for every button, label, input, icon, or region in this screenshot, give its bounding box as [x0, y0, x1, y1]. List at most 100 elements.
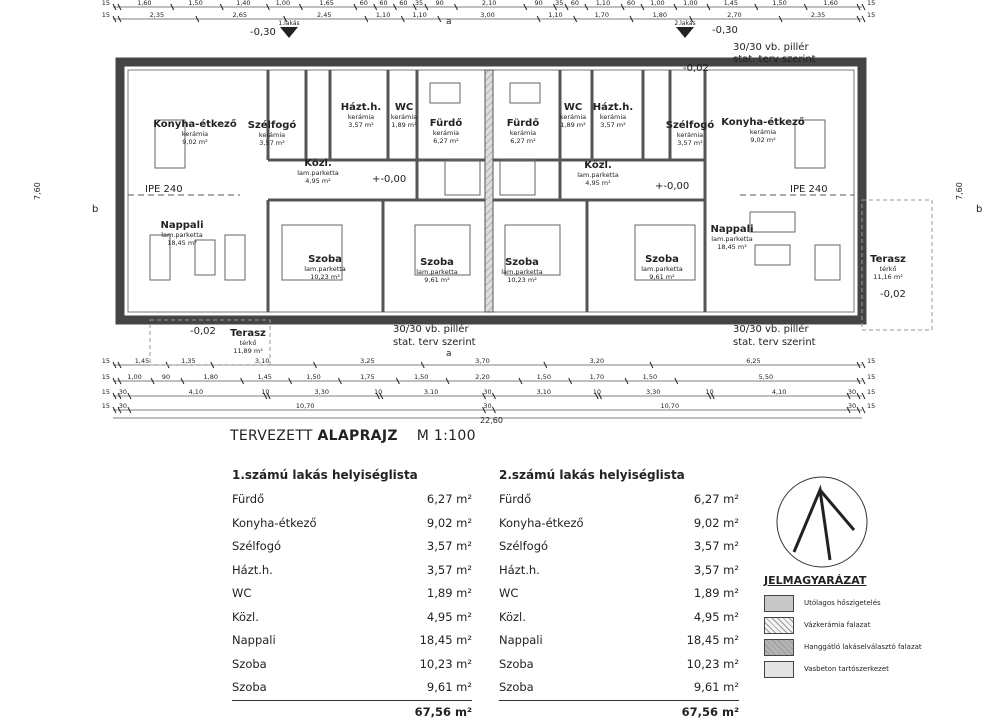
dimension-tick [127, 406, 132, 414]
room-name: Nappali [710, 224, 753, 235]
room-name: Házt.h. [341, 101, 381, 113]
room-floor: lam.parketta [304, 265, 346, 273]
room-list-name: Közl. [232, 609, 259, 624]
room-list-area: 9,61 m² [693, 680, 739, 694]
dimension-label: 60 [399, 0, 407, 7]
beam-note-left: IPE 240 [145, 184, 183, 195]
dimension-tick [337, 377, 342, 385]
room-name: Szoba [308, 254, 342, 265]
dimension-label: 1,50 [537, 373, 551, 381]
dimension-label: 1,50 [188, 0, 202, 7]
room-name: Konyha-étkező [153, 118, 237, 130]
room-area: 1,89 m² [560, 121, 586, 129]
dimension-label: 60 [379, 0, 387, 7]
dimension-label: 15 [102, 0, 110, 7]
dimension-label: 2,20 [475, 373, 489, 381]
dimension-label: 2,35 [150, 11, 164, 19]
room-list-name: Közl. [499, 609, 526, 624]
dimension-tick [564, 3, 569, 11]
pillar-note-bottom-right-sub: stat. terv szerint [733, 337, 816, 348]
pillar-note-bottom-left: 30/30 vb. pillér [393, 323, 469, 335]
room-list-name: Fürdő [232, 492, 265, 506]
dimension-label: 30 [119, 388, 127, 396]
dimension-label: 1,50 [772, 0, 786, 7]
dimension-label: 35 [555, 0, 563, 7]
room-list-area: 3,57 m² [693, 539, 739, 553]
dimension-tick [393, 3, 397, 11]
room-floor: lam.parketta [711, 235, 753, 243]
dimension-label: 3,70 [475, 357, 489, 365]
dimension-label: 1,70 [590, 373, 604, 381]
dimension-label: 3,30 [315, 388, 329, 396]
room-area: 10,23 m² [507, 276, 537, 284]
room-area: 11,16 m² [873, 273, 903, 281]
dimension-tick [170, 3, 175, 11]
legend-item: Utólagos hőszigetelés [764, 592, 922, 614]
dimension-tick [803, 3, 808, 11]
room-area: 3,57 m² [348, 121, 374, 129]
room-floor: lam.parketta [161, 231, 203, 239]
dimension-tick [412, 3, 417, 11]
dimension-label: 1,10 [596, 0, 610, 7]
room-list-total: 67,56 m² [499, 699, 739, 720]
room-floor: kerámia [600, 113, 626, 121]
dimension-tick [689, 15, 694, 23]
dimension-label: 2,65 [233, 11, 247, 19]
dimension-tick [117, 361, 122, 369]
dimension-label: 30 [483, 402, 491, 410]
total-width: 22,60 [480, 416, 503, 425]
terrace-level-left: -0,02 [190, 326, 216, 337]
room-area: 9,02 m² [750, 136, 776, 144]
dimension-label: 60 [571, 0, 579, 7]
room-name: Fürdő [430, 117, 463, 129]
legend-label: Utólagos hőszigetelés [804, 599, 881, 607]
dimension-label: 3,10 [424, 388, 438, 396]
legend-label: Vasbeton tartószerkezet [804, 665, 889, 673]
dimension-tick [710, 392, 715, 400]
dimension-tick [523, 3, 528, 11]
dimension-tick [846, 406, 851, 414]
room-floor: térkő [240, 338, 257, 347]
room-floor: lam.parketta [577, 171, 619, 179]
room-list-name: Szoba [499, 656, 534, 671]
dimension-tick [674, 377, 679, 385]
dimension-label: 15 [867, 0, 875, 7]
room-name: Szoba [645, 254, 679, 265]
dimension-tick [624, 377, 629, 385]
dimension-tick [846, 392, 851, 400]
dimension-tick [266, 392, 271, 400]
dimension-label: 2,10 [482, 0, 496, 7]
title-main: ALAPRAJZ [317, 428, 398, 444]
dimension-tick [861, 361, 866, 369]
dimension-label: 15 [867, 388, 875, 396]
terrace-left [149, 319, 271, 366]
room-list-area: 6,27 m² [693, 492, 739, 506]
dimension-label: 1,50 [643, 373, 657, 381]
room-list-name: Fürdő [499, 492, 532, 506]
room-list-name: Házt.h. [499, 562, 540, 577]
dimension-tick [640, 3, 645, 11]
dimension-tick [376, 392, 380, 400]
legend-swatch [764, 638, 794, 656]
room-area: 9,02 m² [182, 138, 208, 146]
dimension-tick [379, 392, 384, 400]
section-marker-top: a [446, 17, 452, 27]
dimension-tick [536, 15, 541, 23]
dimension-label: 1,75 [360, 373, 374, 381]
room-list-name: Szoba [232, 656, 267, 671]
dimension-tick [629, 15, 634, 23]
